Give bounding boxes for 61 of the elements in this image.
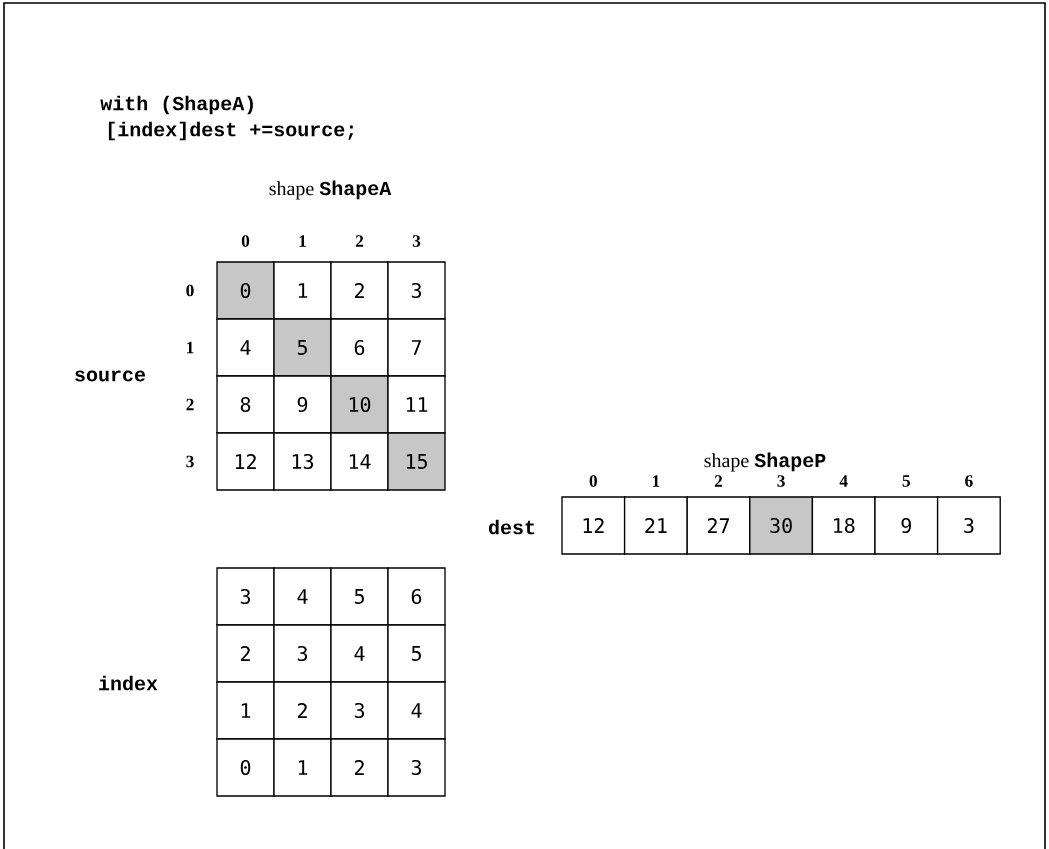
array-cell: 12 [216,432,275,491]
array-cell: 0 [216,738,275,797]
shape-heading: shape ShapeP [704,452,826,472]
array-cell: 4 [330,624,389,683]
code-line: with (ShapeA) [100,95,253,115]
array-cell: 0 [216,261,275,320]
array-cell: 3 [216,567,275,626]
array-cell: 2 [330,261,389,320]
row-number: 0 [186,284,194,297]
column-number: 3 [777,475,785,487]
array-cell: 21 [623,496,688,555]
array-cell: 12 [561,496,626,555]
array-cell: 2 [216,624,275,683]
array-cell: 10 [330,375,389,434]
array-cell: 7 [387,318,446,377]
array-cell: 15 [387,432,446,491]
array-cell: 11 [387,375,446,434]
column-number: 3 [412,235,421,247]
array-cell: 8 [216,375,275,434]
row-number: 3 [186,455,194,468]
array-cell: 5 [387,624,446,683]
array-cell: 3 [330,681,389,740]
array-cell: 2 [273,681,332,740]
array-name: dest [488,519,535,535]
array-cell: 4 [216,318,275,377]
array-cell: 4 [387,681,446,740]
array-cell: 4 [273,567,332,626]
array-cell: 6 [387,567,446,626]
array-cell: 3 [387,738,446,797]
array-cell: 5 [273,318,332,377]
array-cell: 3 [387,261,446,320]
code-line: [index]dest +=source; [108,121,354,141]
column-number: 1 [652,475,660,487]
row-number: 2 [186,398,194,411]
array-cell: 3 [936,496,1001,555]
array-cell: 1 [273,738,332,797]
column-number: 0 [241,235,250,247]
column-number: 1 [299,235,306,247]
column-number: 2 [355,235,364,247]
row-number: 1 [187,341,194,354]
array-name: source [75,370,145,382]
array-cell: 6 [330,318,389,377]
column-number: 5 [902,475,910,487]
column-number: 4 [839,475,848,487]
array-cell: 9 [273,375,332,434]
column-number: 2 [714,475,723,487]
array-cell: 3 [273,624,332,683]
array-cell: 1 [216,681,275,740]
array-cell: 2 [330,738,389,797]
array-cell: 13 [273,432,332,491]
column-number: 6 [965,475,973,487]
array-cell: 18 [811,496,876,555]
array-cell: 1 [273,261,332,320]
array-cell: 5 [330,567,389,626]
array-name: index [99,675,158,691]
array-cell: 14 [330,432,389,491]
array-cell: 27 [686,496,751,555]
shape-heading: shape ShapeA [269,180,392,200]
array-cell: 9 [874,496,939,555]
column-number: 0 [589,475,597,487]
array-cell: 30 [749,496,814,555]
